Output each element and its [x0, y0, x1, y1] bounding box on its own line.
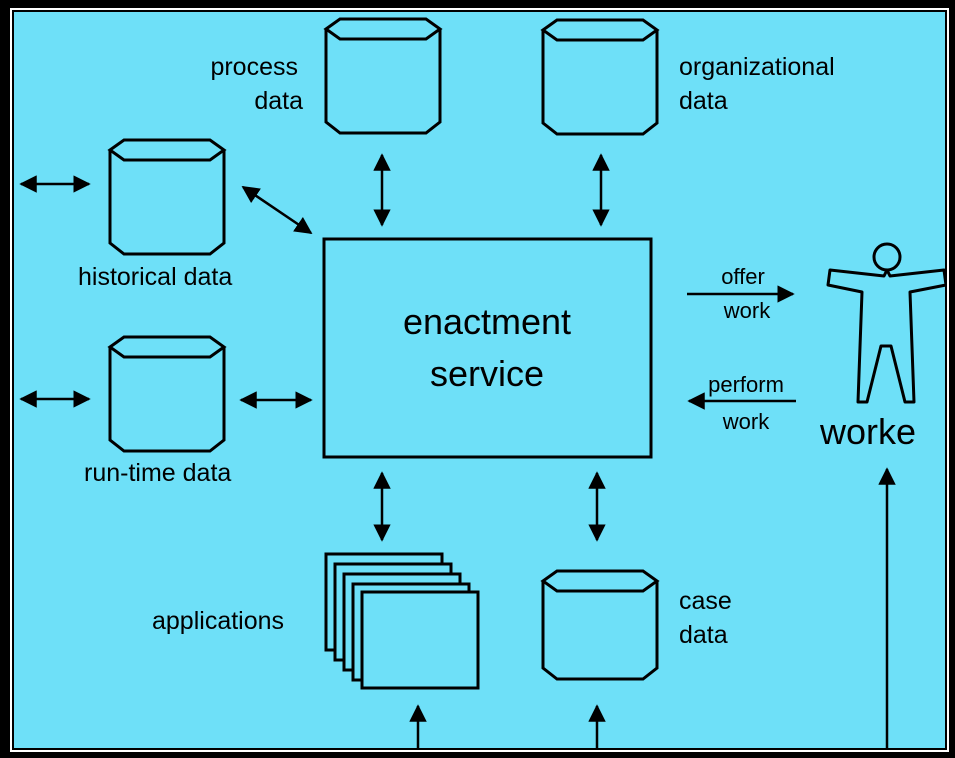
diagram-frame: process data organizational data histori…: [12, 10, 947, 750]
workflow-diagram: process data organizational data histori…: [19, 17, 945, 748]
historical-data-label: historical data: [78, 263, 232, 291]
worker-label: worke: [819, 411, 916, 452]
process-data-cylinder: [323, 17, 443, 135]
offer-work-label-1: offer: [721, 264, 765, 289]
historical-data-cylinder: [107, 138, 227, 256]
enactment-service-label-1: enactment: [403, 301, 571, 342]
case-data-label-2: data: [679, 621, 728, 649]
organizational-data-label-2: data: [679, 87, 728, 115]
worker-figure: [826, 242, 945, 404]
offer-work-label-2: work: [723, 298, 771, 323]
applications-label: applications: [152, 607, 284, 635]
organizational-data-cylinder: [540, 18, 660, 136]
process-data-label-2: data: [254, 87, 303, 115]
organizational-data-label-1: organizational: [679, 53, 835, 81]
applications-stack: [324, 552, 480, 690]
enactment-service-label-2: service: [430, 353, 544, 394]
historical-enactment-arrow: [241, 185, 313, 235]
process-data-label-1: process: [210, 53, 298, 81]
run-time-data-label: run-time data: [84, 459, 231, 487]
case-data-cylinder: [540, 569, 660, 681]
run-time-data-cylinder: [107, 335, 227, 453]
enactment-service-box: [322, 237, 653, 459]
perform-work-label-1: perform: [708, 372, 784, 397]
case-data-label-1: case: [679, 587, 732, 615]
perform-work-label-2: work: [722, 409, 770, 434]
